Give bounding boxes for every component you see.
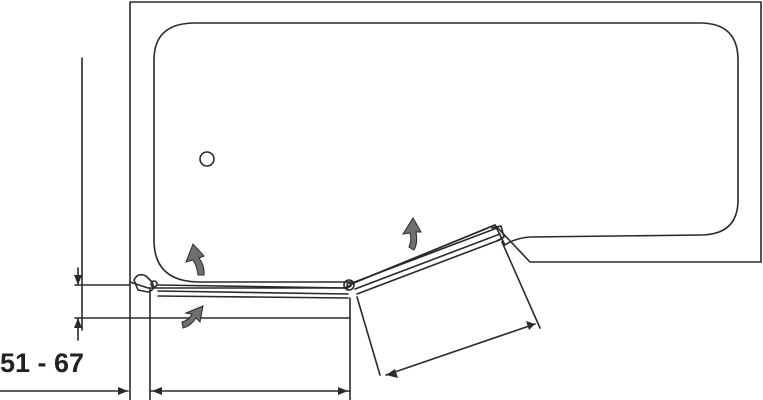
drain-hole [199, 151, 215, 167]
fixed-screen-panel [157, 284, 349, 299]
rotate-arrow-icon [185, 243, 205, 276]
panel-hinge [343, 279, 355, 291]
wall-hinge [133, 273, 158, 293]
bath-inner-basin [153, 22, 739, 283]
dimension-arrowheads [74, 275, 535, 395]
fixed-panel-width-dimension [149, 297, 351, 400]
panel-end-cap [491, 225, 505, 242]
rotate-arrow-icon [402, 217, 422, 251]
hinged-screen-panel [351, 227, 503, 295]
rotate-arrow-icon [181, 305, 204, 329]
depth-dimension-label: 51 - 67 [0, 348, 85, 378]
hinged-panel-width-dimension [356, 241, 541, 376]
